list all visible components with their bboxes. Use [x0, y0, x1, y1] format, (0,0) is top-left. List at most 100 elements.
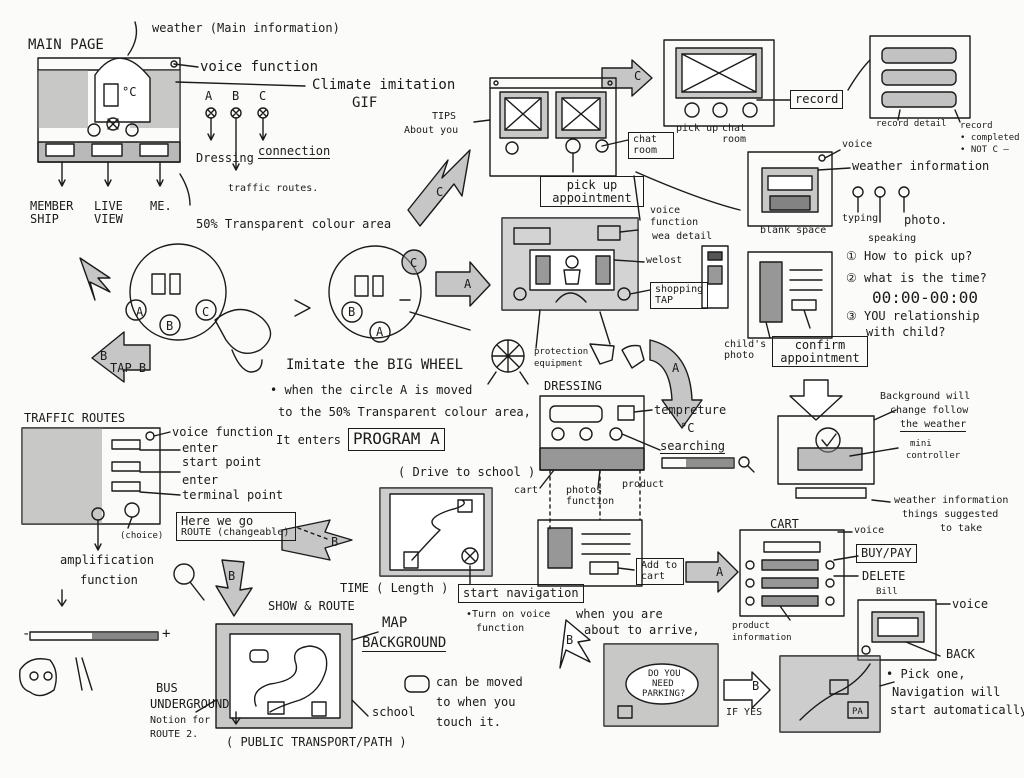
tap-b-label: TAP B: [110, 361, 147, 375]
start-navigation-button[interactable]: start navigation: [458, 584, 584, 603]
protection-label: protection: [534, 347, 589, 357]
information-label: information: [732, 633, 792, 643]
drive-to-school-frame: [379, 487, 493, 585]
arrow-b-label-2: B: [331, 535, 339, 549]
speaking-label: speaking: [868, 233, 917, 244]
arrow-c-label-1: C: [436, 185, 444, 199]
time-length: TIME ( Length ): [340, 581, 449, 595]
searching-label: searching: [660, 439, 726, 454]
navigation-will-label: Navigation will: [892, 685, 1001, 699]
imitate-label: Imitate the BIG WHEEL: [286, 357, 464, 373]
wheel-sketches: [125, 243, 471, 373]
record-not-c: • NOT C —: [960, 145, 1009, 155]
moved-label-1: can be moved: [436, 675, 523, 689]
center-function: function: [650, 217, 699, 228]
about-you-label: About you: [404, 125, 459, 136]
wheel2-a: A: [376, 325, 384, 339]
zoom-minus[interactable]: -: [22, 626, 31, 642]
q2-label: ② what is the time?: [846, 271, 987, 285]
q3-label: ③ YOU relationship: [846, 309, 980, 323]
parking-scenes: [603, 643, 895, 733]
time-range: 00:00-00:00: [872, 288, 978, 307]
gif-label: GIF: [352, 95, 378, 111]
wheel-b: B: [166, 319, 174, 333]
transparent-label: 50% Transparent colour area: [196, 217, 392, 231]
q1-label: ① How to pick up?: [846, 249, 973, 263]
bill-label: Bill: [876, 587, 898, 597]
wbg-weather-info: weather information: [894, 495, 1009, 506]
buy-pay-button[interactable]: BUY/PAY: [856, 544, 917, 563]
mini-label: mini: [910, 439, 932, 449]
blank-space: blank space: [760, 225, 827, 236]
me-label: ME.: [150, 199, 172, 213]
traffic-terminal-point: terminal point: [182, 488, 284, 502]
bill-voice: voice: [952, 597, 989, 611]
shopping-tap: TAP: [655, 294, 674, 306]
start-auto-label: start automatically: [890, 703, 1024, 717]
shopping-box[interactable]: shopping TAP: [650, 282, 709, 309]
wheel2-b: B: [348, 305, 356, 319]
pick-up-appointment-box[interactable]: pick up appointment: [540, 176, 644, 208]
back-button[interactable]: BACK: [946, 647, 975, 661]
dressing-title: DRESSING: [544, 379, 602, 393]
tips-label: TIPS: [432, 111, 457, 122]
main-temp: °C: [122, 85, 137, 99]
arrow-b-label-4: B: [566, 633, 574, 647]
here-we-go-box[interactable]: Here we go ROUTE (changeable): [176, 512, 296, 542]
public-transport-label: ( PUBLIC TRANSPORT/PATH ): [226, 735, 407, 749]
add-to-cart-button[interactable]: Add to cart: [636, 558, 684, 585]
wheel2-c: C: [410, 256, 418, 270]
dressing-label: Dressing: [196, 151, 254, 165]
arrow-a-label-1: A: [464, 277, 472, 291]
record-box[interactable]: record: [790, 90, 844, 109]
confirm-appointment-button[interactable]: confirm appointment: [772, 336, 868, 368]
enters-label: It enters: [276, 433, 342, 447]
record-note: record: [960, 121, 993, 131]
wea-detail: wea detail: [652, 231, 713, 242]
chat-room-box[interactable]: chat room: [628, 132, 674, 159]
delete-button[interactable]: DELETE: [862, 569, 906, 583]
product-info-label: product: [732, 621, 770, 631]
moved-label-2: to when you: [436, 695, 516, 709]
moved-label-3: touch it.: [436, 715, 502, 729]
things-2: to take: [940, 523, 983, 534]
arrow-a-label-2: A: [672, 361, 680, 375]
q3b-label: with child?: [866, 325, 946, 339]
arrow-b-label-1: B: [100, 349, 108, 363]
record-completed: • completed: [960, 133, 1020, 143]
main-page-title: MAIN PAGE: [28, 37, 104, 53]
traffic-enter-terminal: enter: [182, 473, 219, 487]
parking-label: PARKING?: [642, 689, 686, 699]
membership-label: MEMBER SHIP: [30, 199, 74, 226]
typing-label: typing: [842, 213, 879, 224]
climate-label: Climate imitation: [312, 77, 456, 93]
route2-label: ROUTE 2.: [150, 729, 199, 740]
arrow-b-label-3: B: [228, 569, 236, 583]
pa-label: PA: [852, 707, 863, 717]
wheel-c: C: [202, 305, 210, 319]
need-label: NEED: [652, 679, 674, 689]
main-b-label: B: [232, 89, 240, 103]
equipment-label: equipment: [534, 359, 583, 369]
choice-label: (choice): [120, 531, 164, 541]
arrow-c-label-2: C: [634, 69, 642, 83]
if-yes-label: IF YES: [726, 707, 763, 718]
bullet-1: • when the circle A is moved: [270, 383, 473, 397]
voice-function-label: voice function: [200, 59, 319, 75]
center-voice: voice: [650, 205, 681, 216]
bg-note-2: change follow: [890, 405, 969, 416]
underground-label: UNDERGROUND: [150, 697, 230, 711]
arrive-note: when you are: [576, 607, 663, 621]
bus-label: BUS: [156, 681, 178, 695]
chat-room-label: chat room: [722, 123, 747, 145]
traffic-routes-frame: [19, 427, 331, 697]
traffic-voice: voice function: [172, 425, 274, 439]
traffic-routes-label: traffic routes.: [228, 183, 319, 194]
live-view-label: LIVE VIEW: [94, 199, 123, 226]
arrive-note-2: about to arrive,: [584, 623, 700, 637]
cart-title: CART: [770, 517, 799, 531]
things-1: things suggested: [902, 509, 999, 520]
weather-bg-device: [777, 409, 899, 503]
zoom-plus[interactable]: +: [162, 626, 171, 642]
